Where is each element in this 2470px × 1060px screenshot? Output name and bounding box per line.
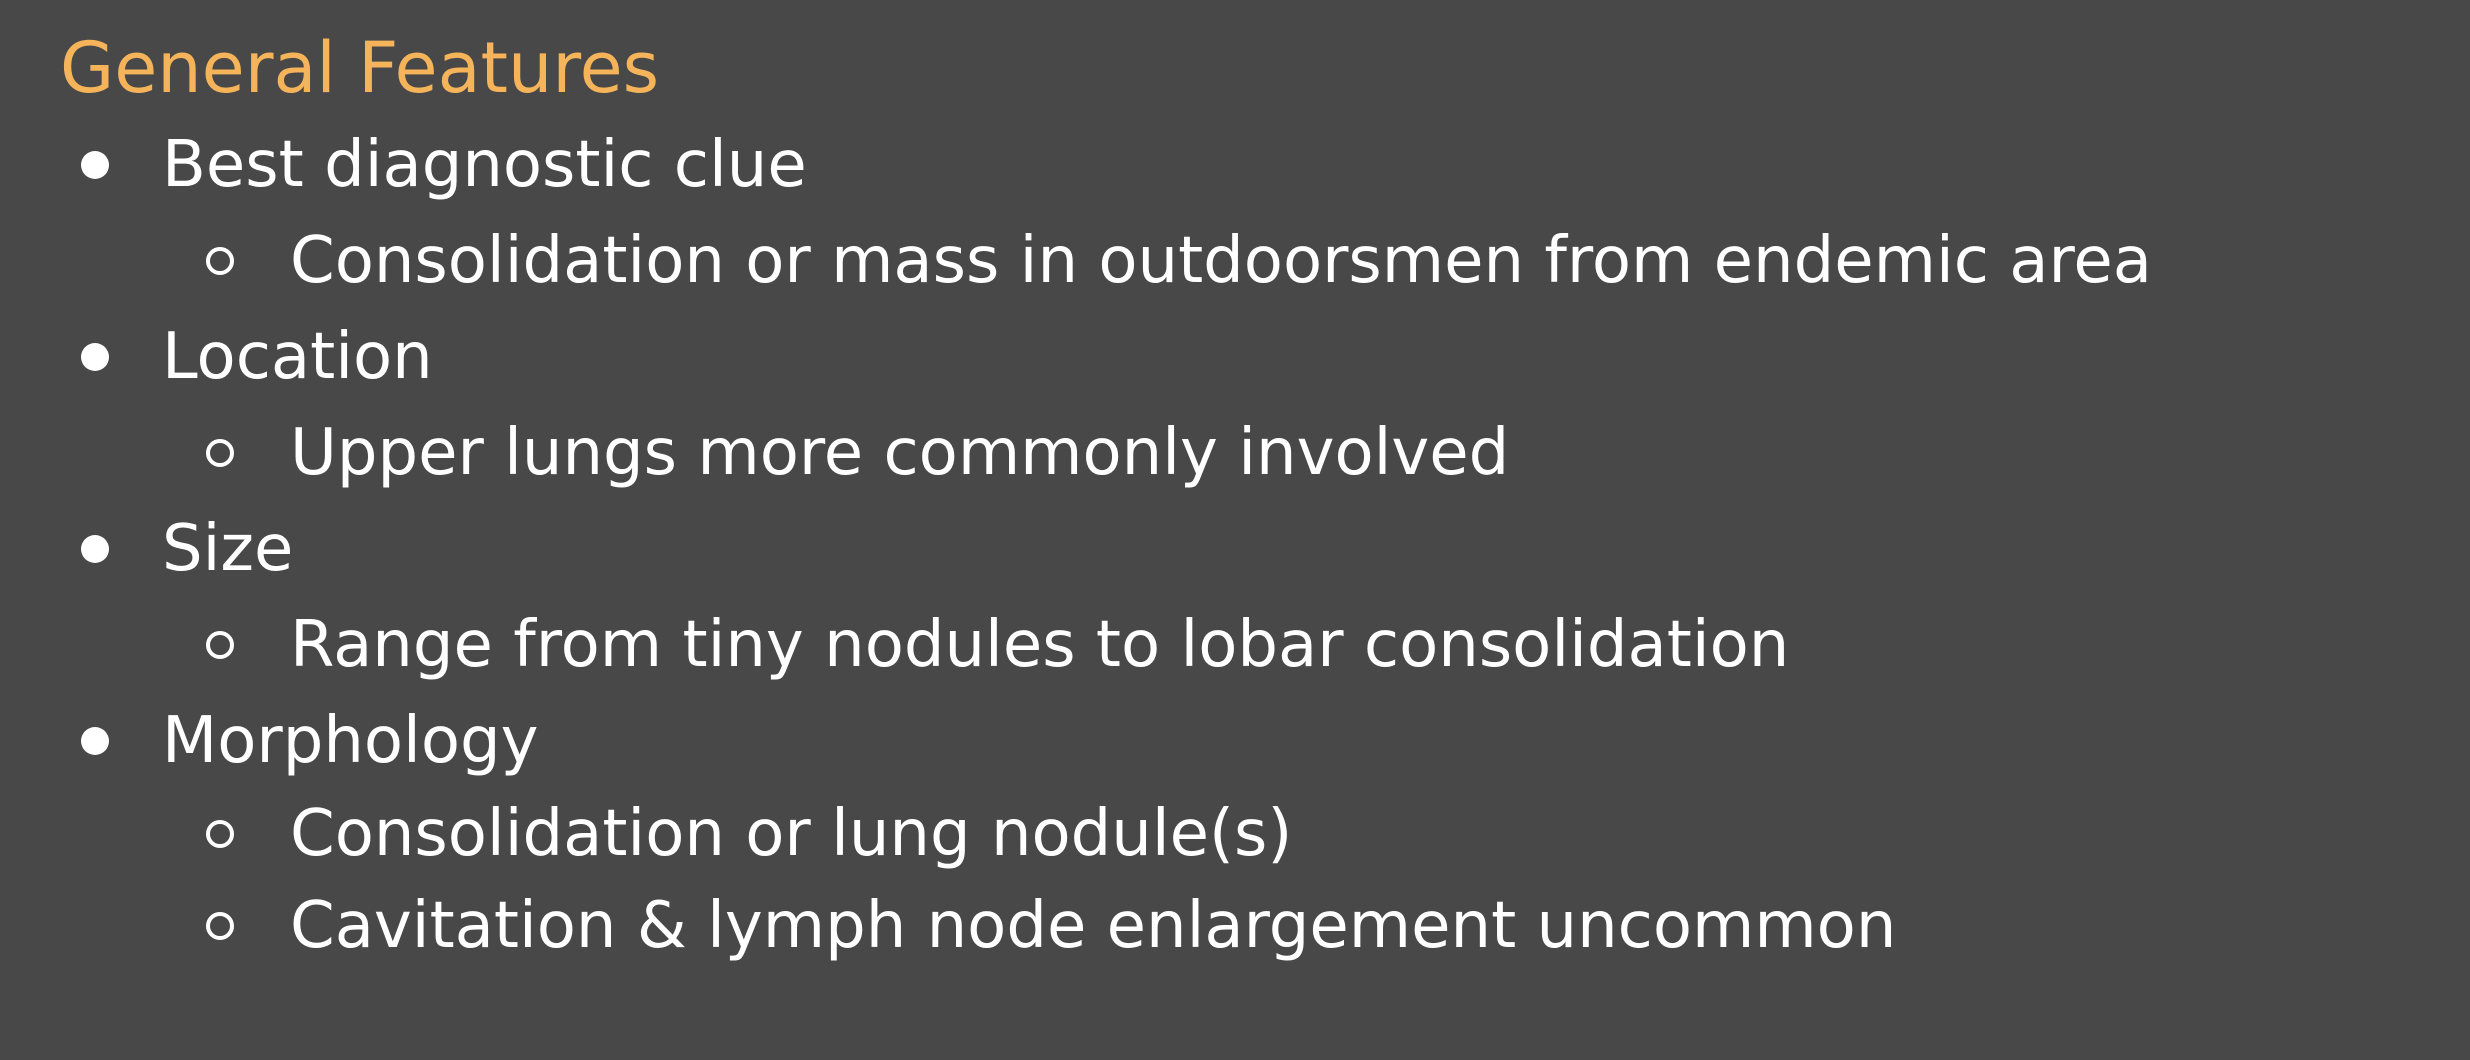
hollow-bullet-icon [206, 912, 234, 940]
sub-bullet-label: Upper lungs more commonly involved [290, 416, 1510, 490]
sub-bullet-item: Consolidation or mass in outdoorsmen fro… [60, 212, 2470, 310]
sub-bullet-item: Cavitation & lymph node enlargement unco… [60, 880, 2470, 972]
hollow-bullet-icon [206, 439, 234, 467]
hollow-bullet-icon [206, 247, 234, 275]
sub-bullet-item: Consolidation or lung nodule(s) [60, 788, 2470, 880]
sub-bullet-label: Range from tiny nodules to lobar consoli… [290, 608, 1790, 682]
bullet-label: Size [162, 512, 294, 586]
slide-title: General Features [60, 27, 660, 109]
filled-bullet-icon [81, 535, 109, 563]
bullet-label: Location [162, 320, 433, 394]
filled-bullet-icon [81, 151, 109, 179]
bullet-item-location: Location [60, 310, 2470, 404]
sub-bullet-item: Range from tiny nodules to lobar consoli… [60, 596, 2470, 694]
filled-bullet-icon [81, 343, 109, 371]
hollow-bullet-icon [206, 820, 234, 848]
bullet-label: Morphology [162, 704, 539, 778]
hollow-bullet-icon [206, 631, 234, 659]
bullet-item-morphology: Morphology [60, 694, 2470, 788]
sub-bullet-label: Cavitation & lymph node enlargement unco… [290, 889, 1897, 963]
bullet-item-size: Size [60, 502, 2470, 596]
sub-bullet-label: Consolidation or mass in outdoorsmen fro… [290, 224, 2152, 298]
bullet-label: Best diagnostic clue [162, 128, 807, 202]
sub-bullet-item: Upper lungs more commonly involved [60, 404, 2470, 502]
filled-bullet-icon [81, 727, 109, 755]
bullet-item-best-diagnostic-clue: Best diagnostic clue [60, 118, 2470, 212]
sub-bullet-label: Consolidation or lung nodule(s) [290, 797, 1293, 871]
